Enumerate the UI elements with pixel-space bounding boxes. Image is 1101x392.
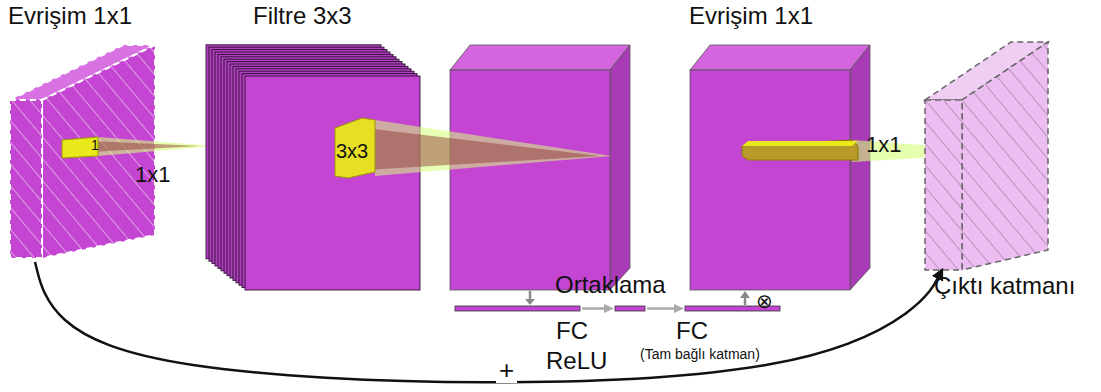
layer-heading: Evrişim 1x1 (8, 2, 160, 30)
receptive-cone (335, 118, 612, 178)
pooling-label: Ortaklama (555, 272, 666, 298)
feature-block (690, 45, 870, 290)
se-branch (615, 306, 645, 311)
se-branch (455, 306, 580, 311)
kernel-size: 1x1 (866, 133, 901, 157)
sum-symbol: + (496, 357, 517, 383)
receptive-cone (90, 141, 200, 152)
layer-label: FC (556, 318, 588, 344)
feature-block (850, 45, 870, 290)
receptive-cone (335, 118, 375, 178)
output-block (925, 42, 1048, 270)
layer-box: Evrişim 1x1 (4, 2, 164, 262)
receptive-cone (62, 137, 215, 158)
receptive-cone (742, 140, 858, 160)
output-label-box: Çıktı katmanı (930, 272, 1086, 304)
se-branch (740, 291, 750, 298)
layer-box: Evrişim 1x1 (685, 2, 875, 290)
feature-block (690, 45, 870, 70)
feature-block (450, 45, 630, 290)
multiply-symbol: ⊗ (756, 290, 773, 312)
input-block (10, 100, 42, 258)
se-branch (582, 307, 606, 310)
se-branch (604, 304, 614, 313)
layer-label: FC (676, 318, 708, 344)
receptive-cone (62, 137, 98, 158)
kernel-size: 1x1 (135, 163, 170, 187)
activation-label: ReLU (546, 348, 607, 374)
kernel-size: 3x3 (336, 140, 368, 162)
filter-slab (245, 76, 420, 290)
output-block (962, 42, 1048, 270)
se-branch (674, 304, 684, 313)
feature-block (450, 70, 610, 290)
layer-heading: Evrişim 1x1 (689, 2, 871, 30)
feature-block (610, 45, 630, 290)
receptive-cone (742, 141, 858, 146)
layer-heading: Çıktı katmanı (934, 272, 1082, 300)
layer-heading: Filtre 3x3 (253, 2, 426, 30)
note-label: (Tam bağlı katman) (640, 347, 760, 362)
kernel-number: 1 (91, 138, 99, 153)
receptive-cone (365, 128, 600, 170)
output-block (925, 100, 962, 270)
feature-block (450, 45, 630, 70)
skip-connection (35, 262, 942, 382)
layer-box: Filtre 3x3 (205, 2, 430, 292)
feature-block (690, 70, 850, 290)
se-branch (525, 299, 535, 305)
se-branch (647, 307, 676, 310)
